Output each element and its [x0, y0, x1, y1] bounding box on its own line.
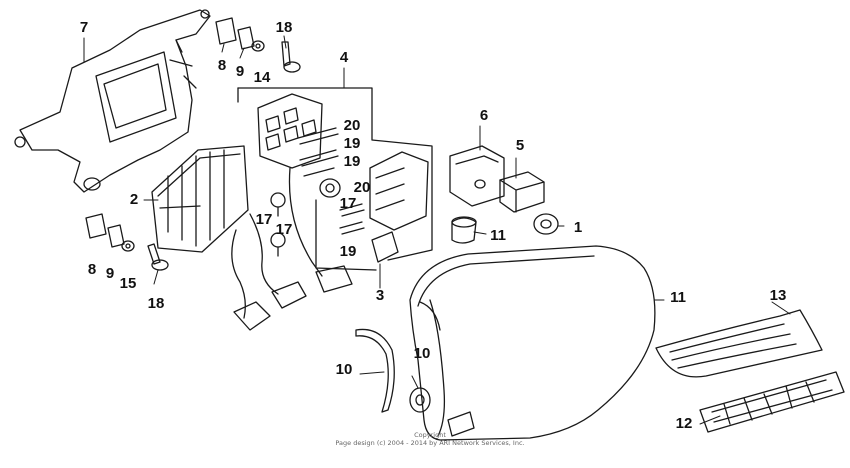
callout-1: 1 — [573, 219, 583, 236]
side-cover-part — [409, 245, 656, 441]
callout-9-top: 9 — [235, 63, 245, 80]
terminal-pins-part — [297, 127, 365, 235]
callout-18-bottom: 18 — [147, 295, 165, 312]
callout-20-bottom: 20 — [353, 179, 371, 196]
callout-6: 6 — [479, 107, 489, 124]
callout-16-top: 14 — [253, 69, 271, 86]
callout-15: 13 — [769, 287, 787, 304]
callout-17-b: 17 — [275, 221, 293, 238]
fuse-box-part — [319, 151, 429, 263]
callout-19-a: 19 — [343, 135, 361, 152]
connector-assembly-bracket — [237, 87, 433, 271]
callout-2: 2 — [129, 191, 139, 208]
cover-grommet-part — [409, 387, 431, 413]
callout-18-top: 18 — [275, 19, 293, 36]
callout-7: 7 — [79, 19, 89, 36]
callout-17-a: 17 — [255, 211, 273, 228]
callout-16-bottom: 15 — [119, 275, 137, 292]
callout-12: 10 — [335, 361, 353, 378]
callout-8-bottom: 8 — [87, 261, 97, 278]
bolt-part — [270, 192, 286, 257]
grommet-part — [451, 213, 559, 244]
callout-20-top: 20 — [343, 117, 361, 134]
rubber-grommet-part-lower — [85, 213, 169, 271]
connector-plug-part — [233, 281, 307, 331]
callout-19-b: 19 — [343, 153, 361, 170]
callout-8-top: 8 — [217, 57, 227, 74]
regulator-rectifier-part — [151, 145, 279, 319]
callout-19-c: 19 — [339, 243, 357, 260]
leader-lines — [83, 35, 791, 425]
callout-9-bottom: 9 — [105, 265, 115, 282]
emblem-part — [699, 371, 845, 433]
copyright-line-2: Page design (c) 2004 - 2014 by ARI Netwo… — [335, 439, 525, 447]
callout-5: 5 — [515, 137, 525, 154]
relay-part — [499, 171, 545, 213]
relay-bracket-part — [449, 145, 505, 207]
copyright-line-1: Copyright — [414, 431, 446, 439]
callout-3: 3 — [375, 287, 385, 304]
rubber-grommet-part — [215, 17, 301, 73]
trim-strip-part — [355, 328, 395, 413]
copyright-notice: Copyright Page design (c) 2004 - 2014 by… — [300, 431, 560, 447]
callout-13: 11 — [490, 227, 506, 244]
callout-10: 10 — [413, 345, 431, 362]
stripe-decal-part — [655, 309, 823, 378]
callout-14: 12 — [675, 415, 693, 432]
callout-17-c: 17 — [339, 195, 357, 212]
callout-4: 4 — [339, 49, 349, 66]
mounting-bracket-part — [14, 9, 211, 193]
callout-11: 11 — [670, 289, 686, 306]
